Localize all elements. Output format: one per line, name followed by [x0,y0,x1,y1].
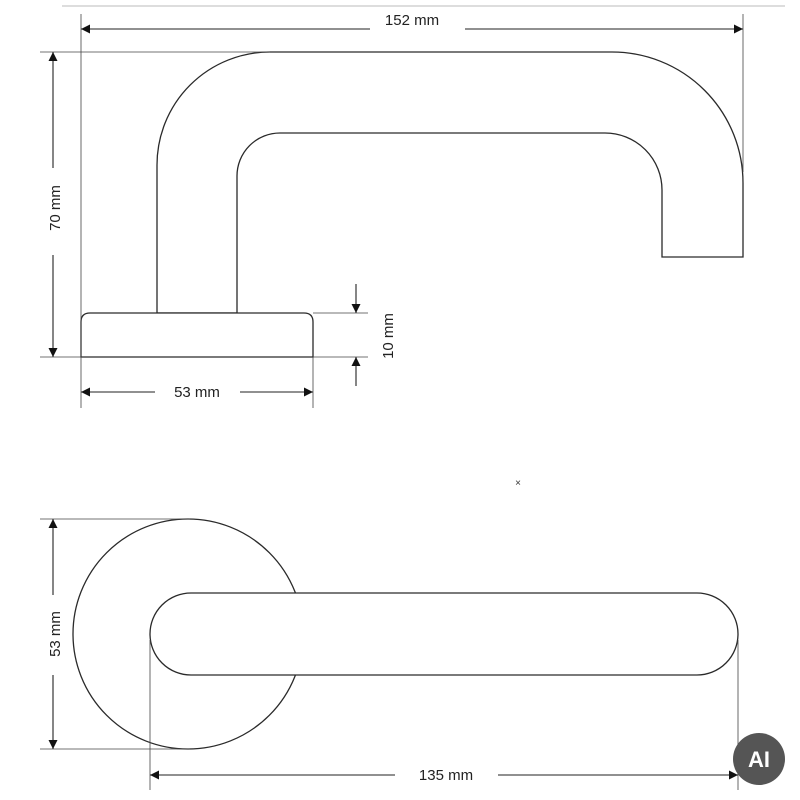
center-marker: × [515,478,521,489]
ai-badge-circle [733,733,785,785]
top-view: 53 mm 135 mm [40,518,739,790]
lever-side-profile [156,51,744,314]
ai-badge-label: AI [748,747,770,772]
rose-side-profile [80,312,314,358]
lever-top-outline [149,592,739,676]
ai-badge: AI [733,733,785,785]
dim-label-53-side: 53 mm [174,384,220,401]
dim-label-70: 70 mm [47,185,64,231]
dim-label-53-top: 53 mm [47,611,64,657]
dim-label-135: 135 mm [419,767,473,784]
dim-label-10: 10 mm [380,313,397,359]
dim-label-152: 152 mm [385,12,439,29]
side-view: 152 mm 70 mm 10 mm 53 mm [40,12,744,408]
